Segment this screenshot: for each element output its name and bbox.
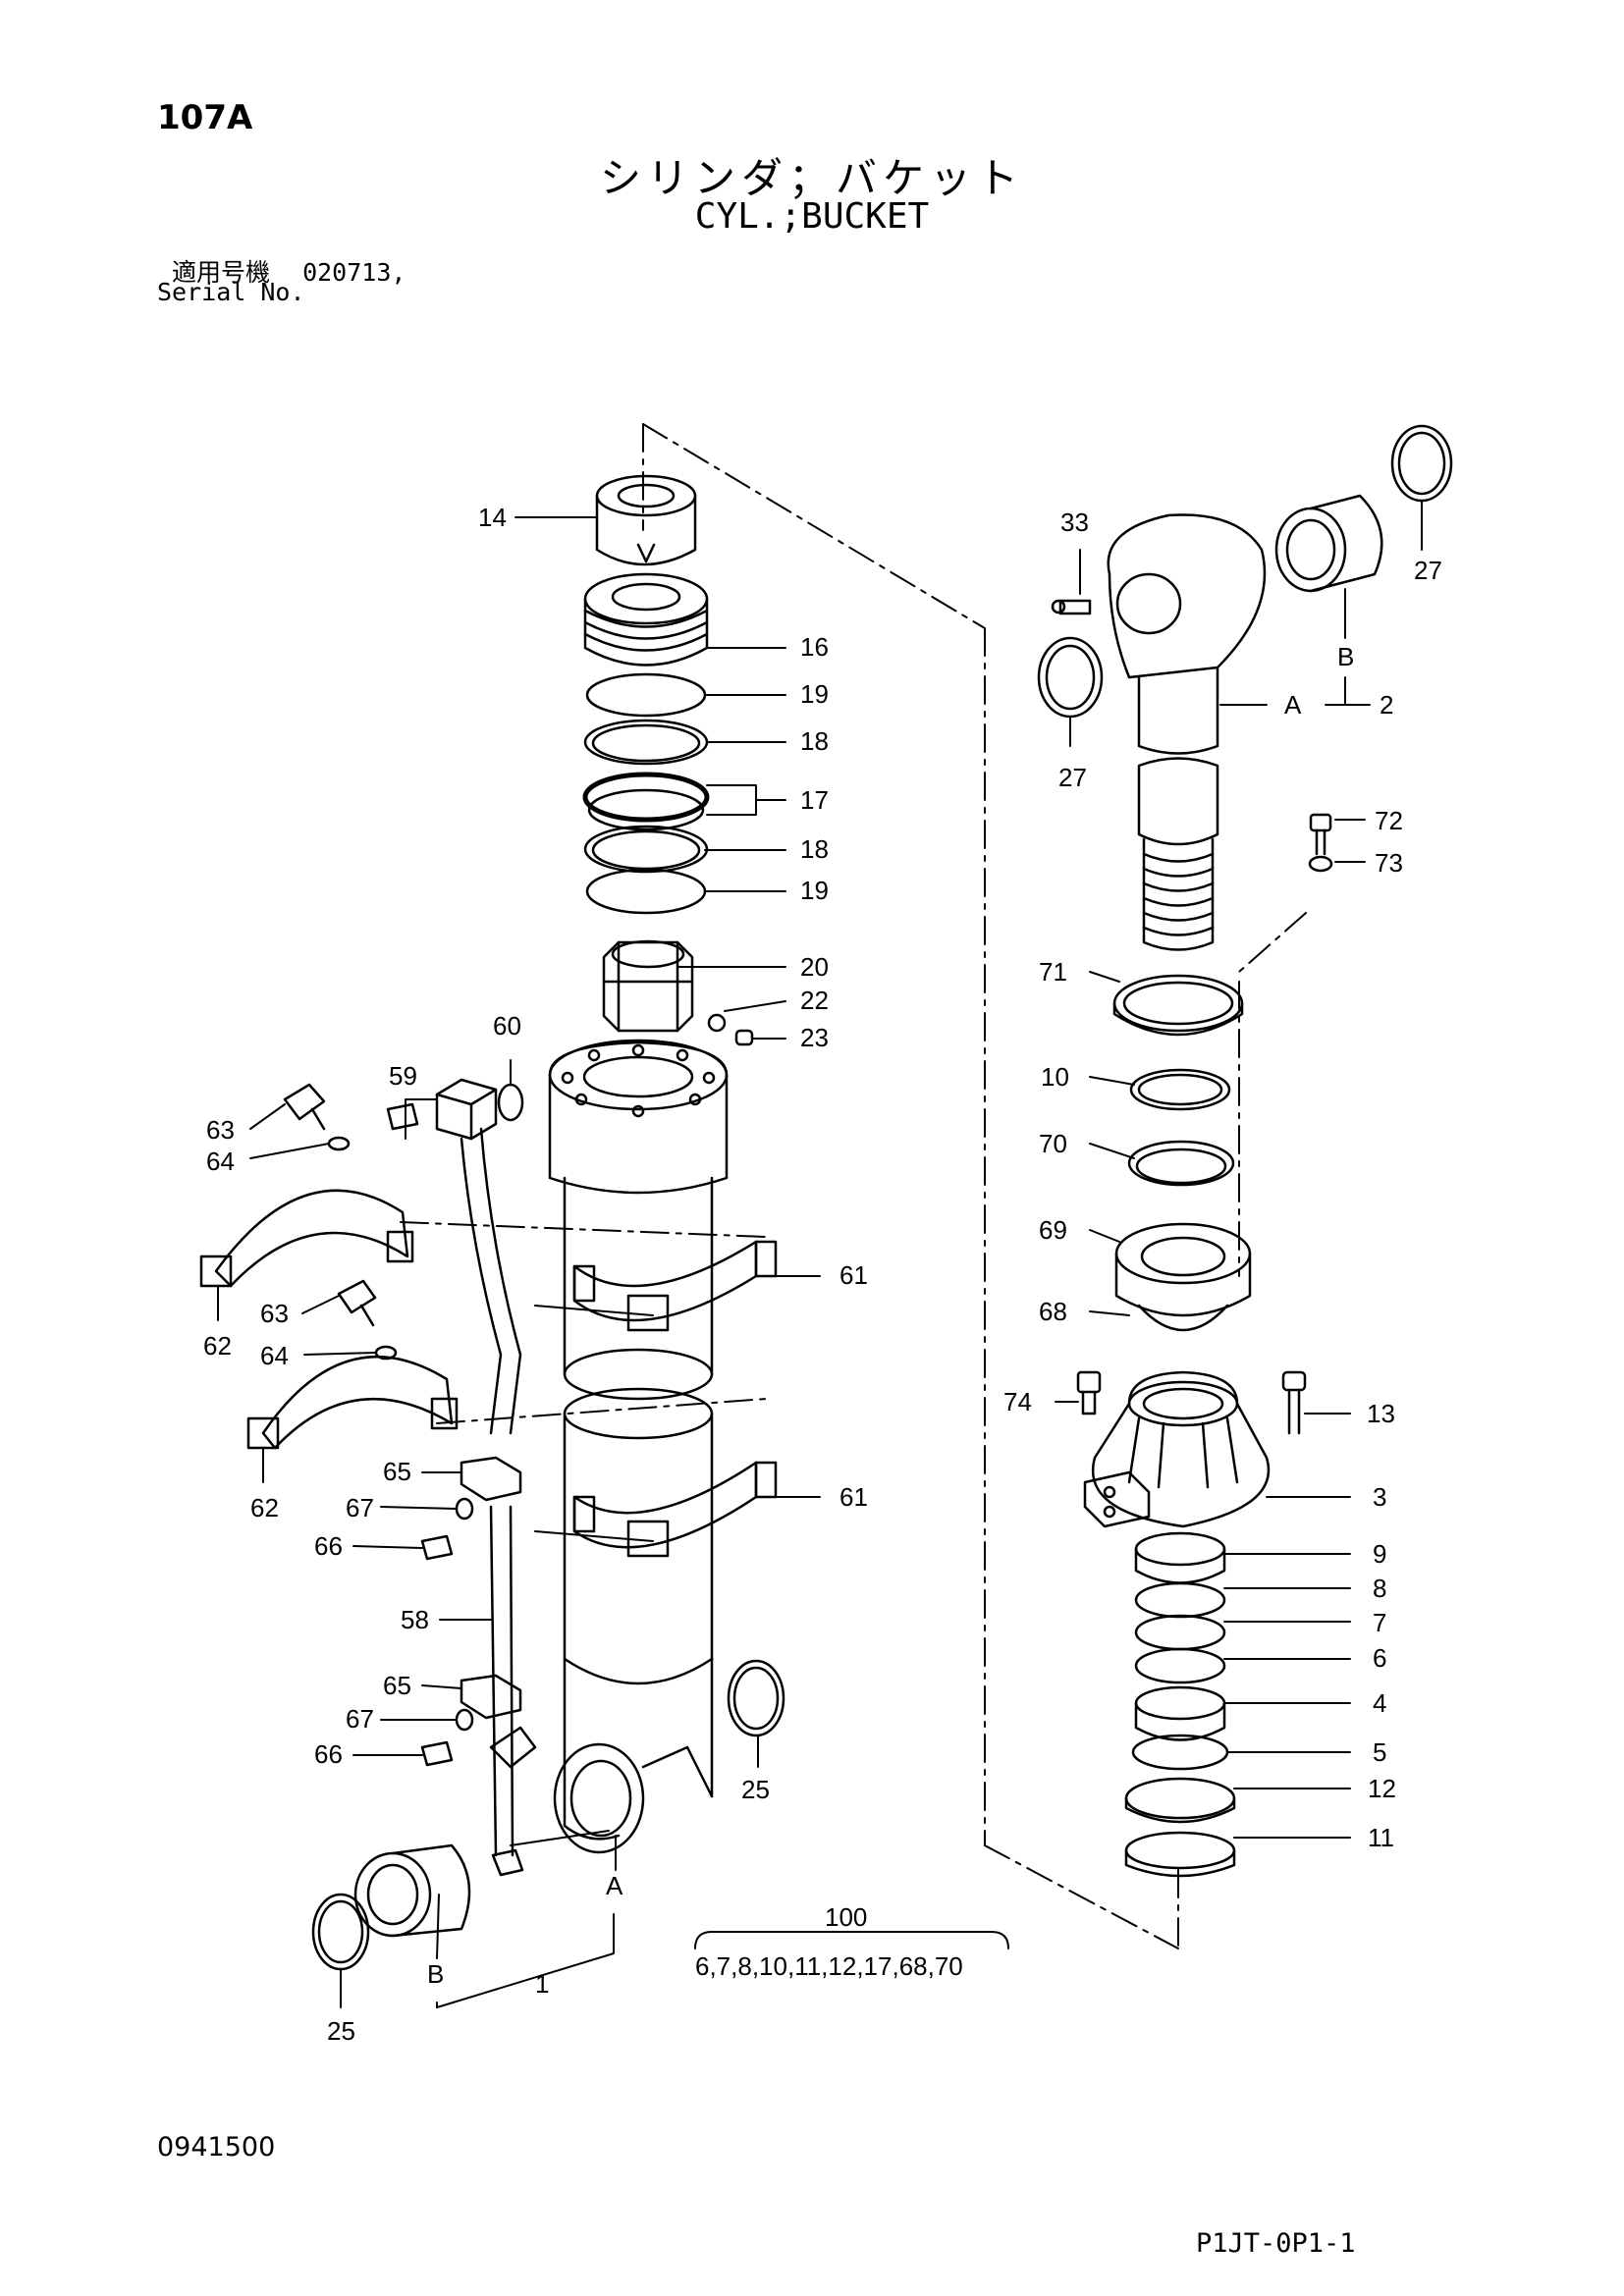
seal-rings-27 (1037, 424, 1453, 719)
callout-59: 59 (389, 1061, 417, 1091)
callout-18: 18 (800, 726, 829, 756)
assembly-guide-lines (400, 423, 1307, 1949)
callout-7: 7 (1373, 1608, 1386, 1637)
bushing-14 (595, 474, 697, 566)
bolt-72-washer-73 (1308, 813, 1333, 873)
callout-58: 58 (401, 1605, 429, 1634)
callout-20: 20 (800, 952, 829, 982)
rings-10-70 (1127, 1068, 1235, 1187)
stopper-71 (1112, 974, 1244, 1037)
callout-13: 13 (1367, 1399, 1395, 1428)
callout-62-lower: 62 (250, 1493, 279, 1522)
callout-61-lower: 61 (839, 1482, 868, 1512)
cylinder-tube (548, 1039, 729, 1854)
title-japanese: シリンダ；バケット (599, 154, 1024, 202)
callout-63: 63 (206, 1115, 235, 1145)
blocks-65 (460, 1456, 522, 1720)
callout-67-lower: 67 (346, 1704, 374, 1734)
callout-63-lower: 63 (260, 1299, 289, 1328)
callout-27-left: 27 (1058, 763, 1087, 792)
callout-B-right: B (1337, 642, 1354, 671)
nut-20 (602, 939, 694, 1033)
callout-2: 2 (1380, 690, 1393, 720)
callout-61: 61 (839, 1260, 868, 1290)
callout-A-left: A (606, 1871, 623, 1900)
callout-70: 70 (1039, 1129, 1067, 1158)
callout-71: 71 (1039, 957, 1067, 987)
callout-67: 67 (346, 1493, 374, 1522)
document-number: 0941500 (157, 2132, 276, 2163)
callout-3: 3 (1373, 1482, 1386, 1512)
callout-33: 33 (1060, 507, 1089, 537)
callout-100-list: 6,7,8,10,11,12,17,68,70 (695, 1951, 963, 1981)
callout-68: 68 (1039, 1297, 1067, 1326)
callout-65-lower: 65 (383, 1671, 411, 1700)
callout-22: 22 (800, 986, 829, 1015)
callout-74: 74 (1003, 1387, 1032, 1416)
callout-9: 9 (1373, 1539, 1386, 1569)
serial-label-japanese: 適用号機 (172, 258, 271, 287)
callout-4: 4 (1373, 1688, 1386, 1718)
grease-fitting-33 (1051, 599, 1092, 615)
callout-5: 5 (1373, 1737, 1386, 1767)
callout-A-right: A (1284, 690, 1302, 720)
gland-16 (583, 572, 709, 667)
bushing-left (353, 1843, 471, 1938)
callout-23: 23 (800, 1023, 829, 1052)
title-english: CYL.;BUCKET (694, 196, 930, 237)
callout-25-lower: 25 (327, 2016, 355, 2046)
callout-17: 17 (800, 785, 829, 815)
bolts-washers (283, 1083, 524, 1767)
callout-B-left: B (427, 1959, 444, 1989)
callout-64-lower: 64 (260, 1341, 289, 1370)
callout-100: 100 (825, 1902, 867, 1932)
callout-27-right: 27 (1414, 556, 1442, 585)
head-3 (1083, 1370, 1271, 1528)
bushing-right (1274, 494, 1383, 593)
callout-60: 60 (493, 1011, 521, 1041)
callout-19: 19 (800, 679, 829, 709)
ball-22-screw-23 (707, 1013, 754, 1046)
callout-62: 62 (203, 1331, 232, 1361)
callout-19-lower: 19 (800, 876, 829, 905)
serial-label-english: Serial No. (157, 278, 305, 306)
callout-18-lower: 18 (800, 834, 829, 864)
sheet-id: P1JT-0P1-1 (1196, 2228, 1356, 2259)
pipe-58 (460, 1127, 537, 1877)
callout-14: 14 (478, 503, 507, 532)
page-number: 107A (157, 98, 253, 137)
band-clamps-61 (572, 1240, 778, 1558)
callout-12: 12 (1368, 1774, 1396, 1803)
callout-66: 66 (314, 1531, 343, 1561)
callout-72: 72 (1375, 806, 1403, 835)
plug-74-bolt-13 (1076, 1370, 1307, 1435)
callout-11: 11 (1368, 1823, 1394, 1852)
callout-1: 1 (535, 1969, 549, 1999)
callout-73: 73 (1375, 848, 1403, 878)
callout-16: 16 (800, 632, 829, 662)
callout-10: 10 (1041, 1062, 1069, 1092)
piston-69 (1114, 1222, 1252, 1332)
head-seal-stack (1124, 1531, 1236, 1878)
seal-rings-25 (311, 1659, 785, 1971)
half-clamps-62 (199, 1189, 459, 1450)
callout-66-lower: 66 (314, 1739, 343, 1769)
callout-69: 69 (1039, 1215, 1067, 1245)
callout-6: 6 (1373, 1643, 1386, 1673)
callout-25: 25 (741, 1775, 770, 1804)
leader-lines (217, 500, 1423, 2008)
serial-value: 020713, (302, 258, 406, 287)
callout-64: 64 (206, 1147, 235, 1176)
seal-rings (582, 672, 710, 915)
callout-65: 65 (383, 1457, 411, 1486)
callout-labels: 14 16 19 18 17 18 19 20 22 23 60 59 63 6… (203, 503, 1442, 2046)
serial-row: 適用号機 020713, (172, 253, 406, 289)
block-59 (435, 1078, 498, 1141)
callout-8: 8 (1373, 1574, 1386, 1603)
rod-eye-2 (1107, 513, 1267, 951)
